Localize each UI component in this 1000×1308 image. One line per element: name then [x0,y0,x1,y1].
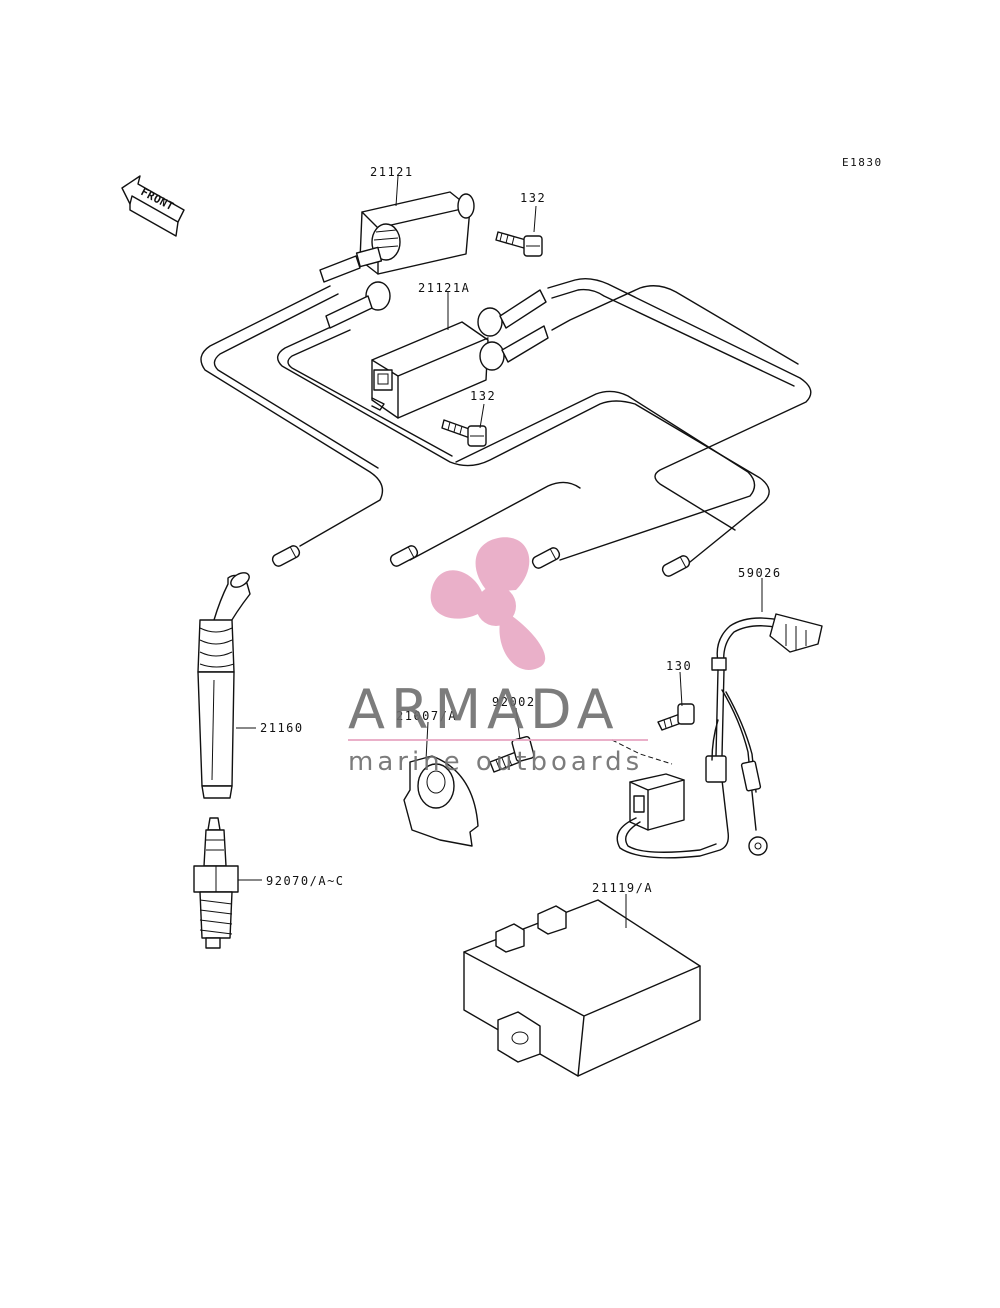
ignition-coil-lower [325,281,549,419]
label-21007a: 21007/A [396,709,457,723]
diagram-code: E1830 [842,156,883,169]
lead-terminals [271,545,691,577]
label-132-lower: 132 [470,389,496,403]
label-130: 130 [666,659,692,673]
label-92002: 92002 [492,695,536,709]
armada-watermark: ARMADA marine outboards [348,537,648,777]
label-21160: 21160 [260,721,304,735]
label-59026: 59026 [738,566,782,580]
spark-plug [193,817,239,949]
label-21119a: 21119/A [592,881,653,895]
leader-lines [236,175,763,928]
label-92070: 92070/A~C [266,874,345,888]
ignition-leads [200,277,812,563]
label-132-upper: 132 [520,191,546,205]
igniter-unit [463,899,701,1077]
watermark-brand: ARMADA [348,678,620,741]
pickup-coil-harness [616,613,823,859]
ignition-coil-upper [319,191,475,283]
front-arrow-icon: FRONT [121,175,185,237]
label-21121a: 21121A [418,281,470,295]
pickup-rotor-plate [403,755,479,847]
label-21121: 21121 [370,165,414,179]
bolt-132-lower-icon [441,419,487,447]
bolt-132-upper-icon [495,231,543,257]
bolt-130-icon [657,703,695,731]
propeller-logo-icon [430,537,546,670]
watermark-tagline: marine outboards [348,747,643,777]
spark-plug-cap [197,572,251,799]
